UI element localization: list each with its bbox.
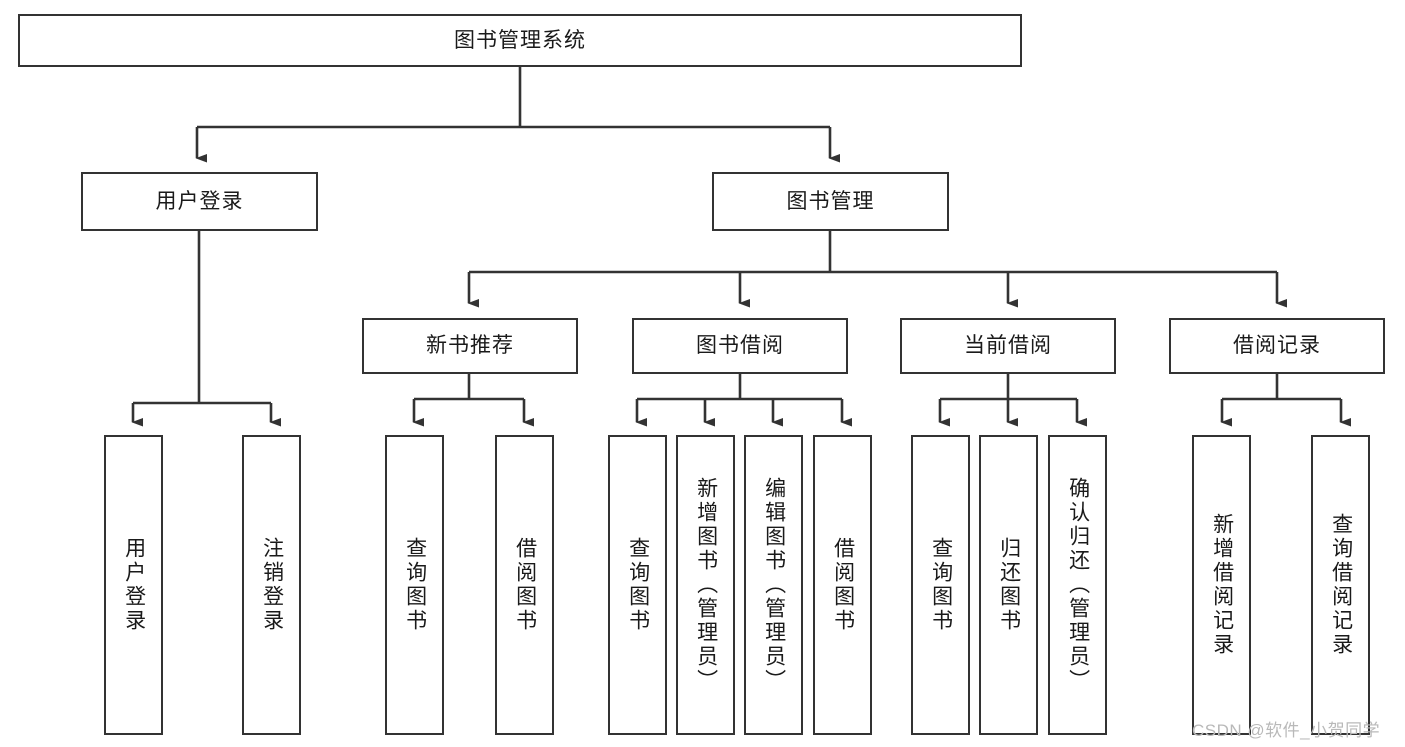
node-label: 图书管理 <box>786 189 875 213</box>
leaf-user-login-login[interactable]: 用户登录 <box>104 435 163 735</box>
leaf-new-book-borrow[interactable]: 借阅图书 <box>495 435 554 735</box>
node-label: 编辑图书（管理员） <box>762 477 786 693</box>
node-label: 注销登录 <box>260 537 284 633</box>
node-user-login[interactable]: 用户登录 <box>81 172 318 231</box>
node-book-management[interactable]: 图书管理 <box>712 172 949 231</box>
leaf-current-query-book[interactable]: 查询图书 <box>911 435 970 735</box>
node-label: 图书借阅 <box>696 334 784 358</box>
node-root-book-management-system[interactable]: 图书管理系统 <box>18 14 1022 67</box>
node-book-borrow[interactable]: 图书借阅 <box>632 318 848 374</box>
csdn-watermark: CSDN @软件_小贺同学 <box>1192 721 1381 740</box>
leaf-record-query-record[interactable]: 查询借阅记录 <box>1311 435 1370 735</box>
node-label: 查询图书 <box>403 537 427 633</box>
node-label: 查询图书 <box>929 537 953 633</box>
node-label: 归还图书 <box>997 537 1021 633</box>
node-label: 查询借阅记录 <box>1329 513 1353 657</box>
leaf-user-login-logout[interactable]: 注销登录 <box>242 435 301 735</box>
node-new-book-recommend[interactable]: 新书推荐 <box>362 318 578 374</box>
node-label: 借阅记录 <box>1233 334 1321 358</box>
leaf-borrow-query-book[interactable]: 查询图书 <box>608 435 667 735</box>
node-label: 新增图书（管理员） <box>694 477 718 693</box>
node-label: 图书管理系统 <box>454 28 586 52</box>
node-label: 用户登录 <box>155 189 244 213</box>
node-label: 借阅图书 <box>831 537 855 633</box>
leaf-current-confirm-return-admin[interactable]: 确认归还（管理员） <box>1048 435 1107 735</box>
leaf-borrow-borrow-book[interactable]: 借阅图书 <box>813 435 872 735</box>
node-current-borrow[interactable]: 当前借阅 <box>900 318 1116 374</box>
leaf-borrow-edit-book-admin[interactable]: 编辑图书（管理员） <box>744 435 803 735</box>
node-label: 查询图书 <box>626 537 650 633</box>
node-label: 借阅图书 <box>513 537 537 633</box>
leaf-new-book-query[interactable]: 查询图书 <box>385 435 444 735</box>
leaf-record-add-record[interactable]: 新增借阅记录 <box>1192 435 1251 735</box>
node-label: 新增借阅记录 <box>1210 513 1234 657</box>
node-borrow-record[interactable]: 借阅记录 <box>1169 318 1385 374</box>
node-label: 当前借阅 <box>964 334 1052 358</box>
node-label: 用户登录 <box>122 537 146 633</box>
node-label: 确认归还（管理员） <box>1066 477 1090 693</box>
leaf-current-return-book[interactable]: 归还图书 <box>979 435 1038 735</box>
node-label: 新书推荐 <box>426 334 514 358</box>
leaf-borrow-add-book-admin[interactable]: 新增图书（管理员） <box>676 435 735 735</box>
